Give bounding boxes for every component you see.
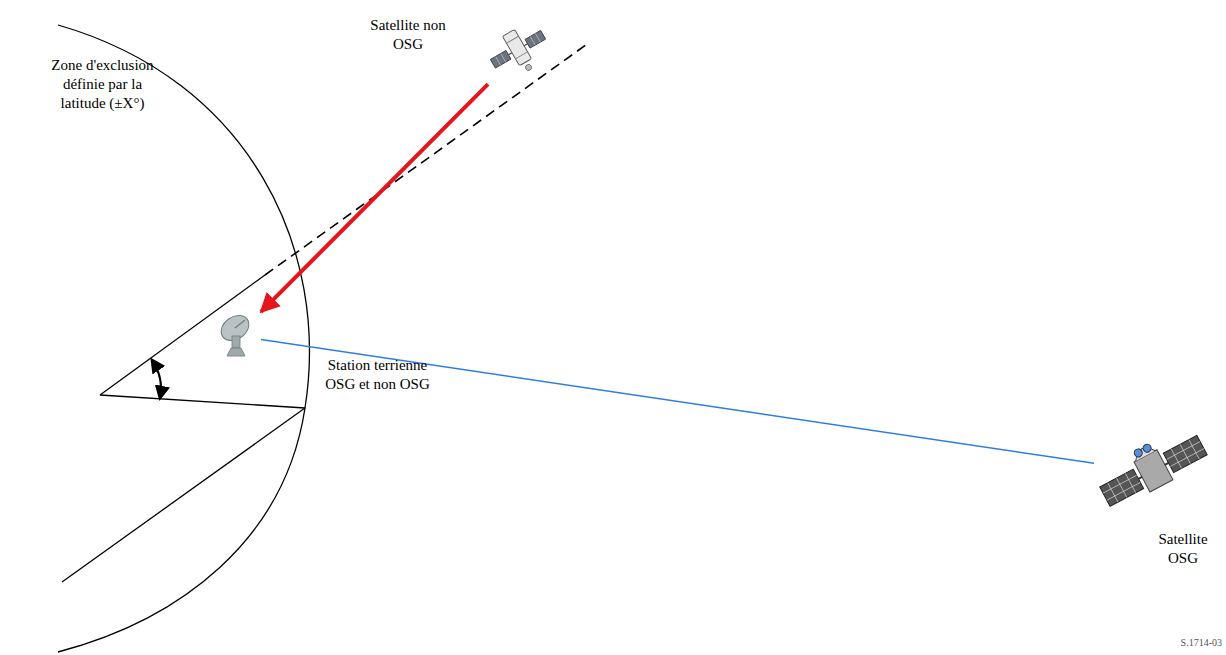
zone-boundary (62, 408, 305, 582)
angle-arrow (152, 360, 161, 398)
satellite: Satellite OSG (1088, 418, 1222, 583)
dashed-extension (265, 42, 590, 275)
link-line (261, 340, 1094, 464)
figure-number: S.1714-03 (1150, 637, 1222, 649)
satellite-icon (488, 18, 550, 88)
node-label: Satellite OSG (1148, 530, 1218, 568)
earth-surface (58, 25, 309, 652)
zone-label: Zone d'exclusion définie par la latitude… (40, 56, 165, 113)
satellite: Satellite non OSG (368, 6, 563, 96)
zone-boundary (100, 395, 305, 408)
earth-station: Station terrienne OSG et non OSG (205, 308, 445, 398)
node-label: Station terrienne OSG et non OSG (315, 356, 440, 394)
antenna-icon (213, 310, 261, 362)
node-label: Satellite non OSG (368, 16, 448, 54)
interference-arrow (261, 84, 488, 312)
zone-boundary (100, 275, 265, 395)
satellite-icon (1094, 420, 1212, 524)
